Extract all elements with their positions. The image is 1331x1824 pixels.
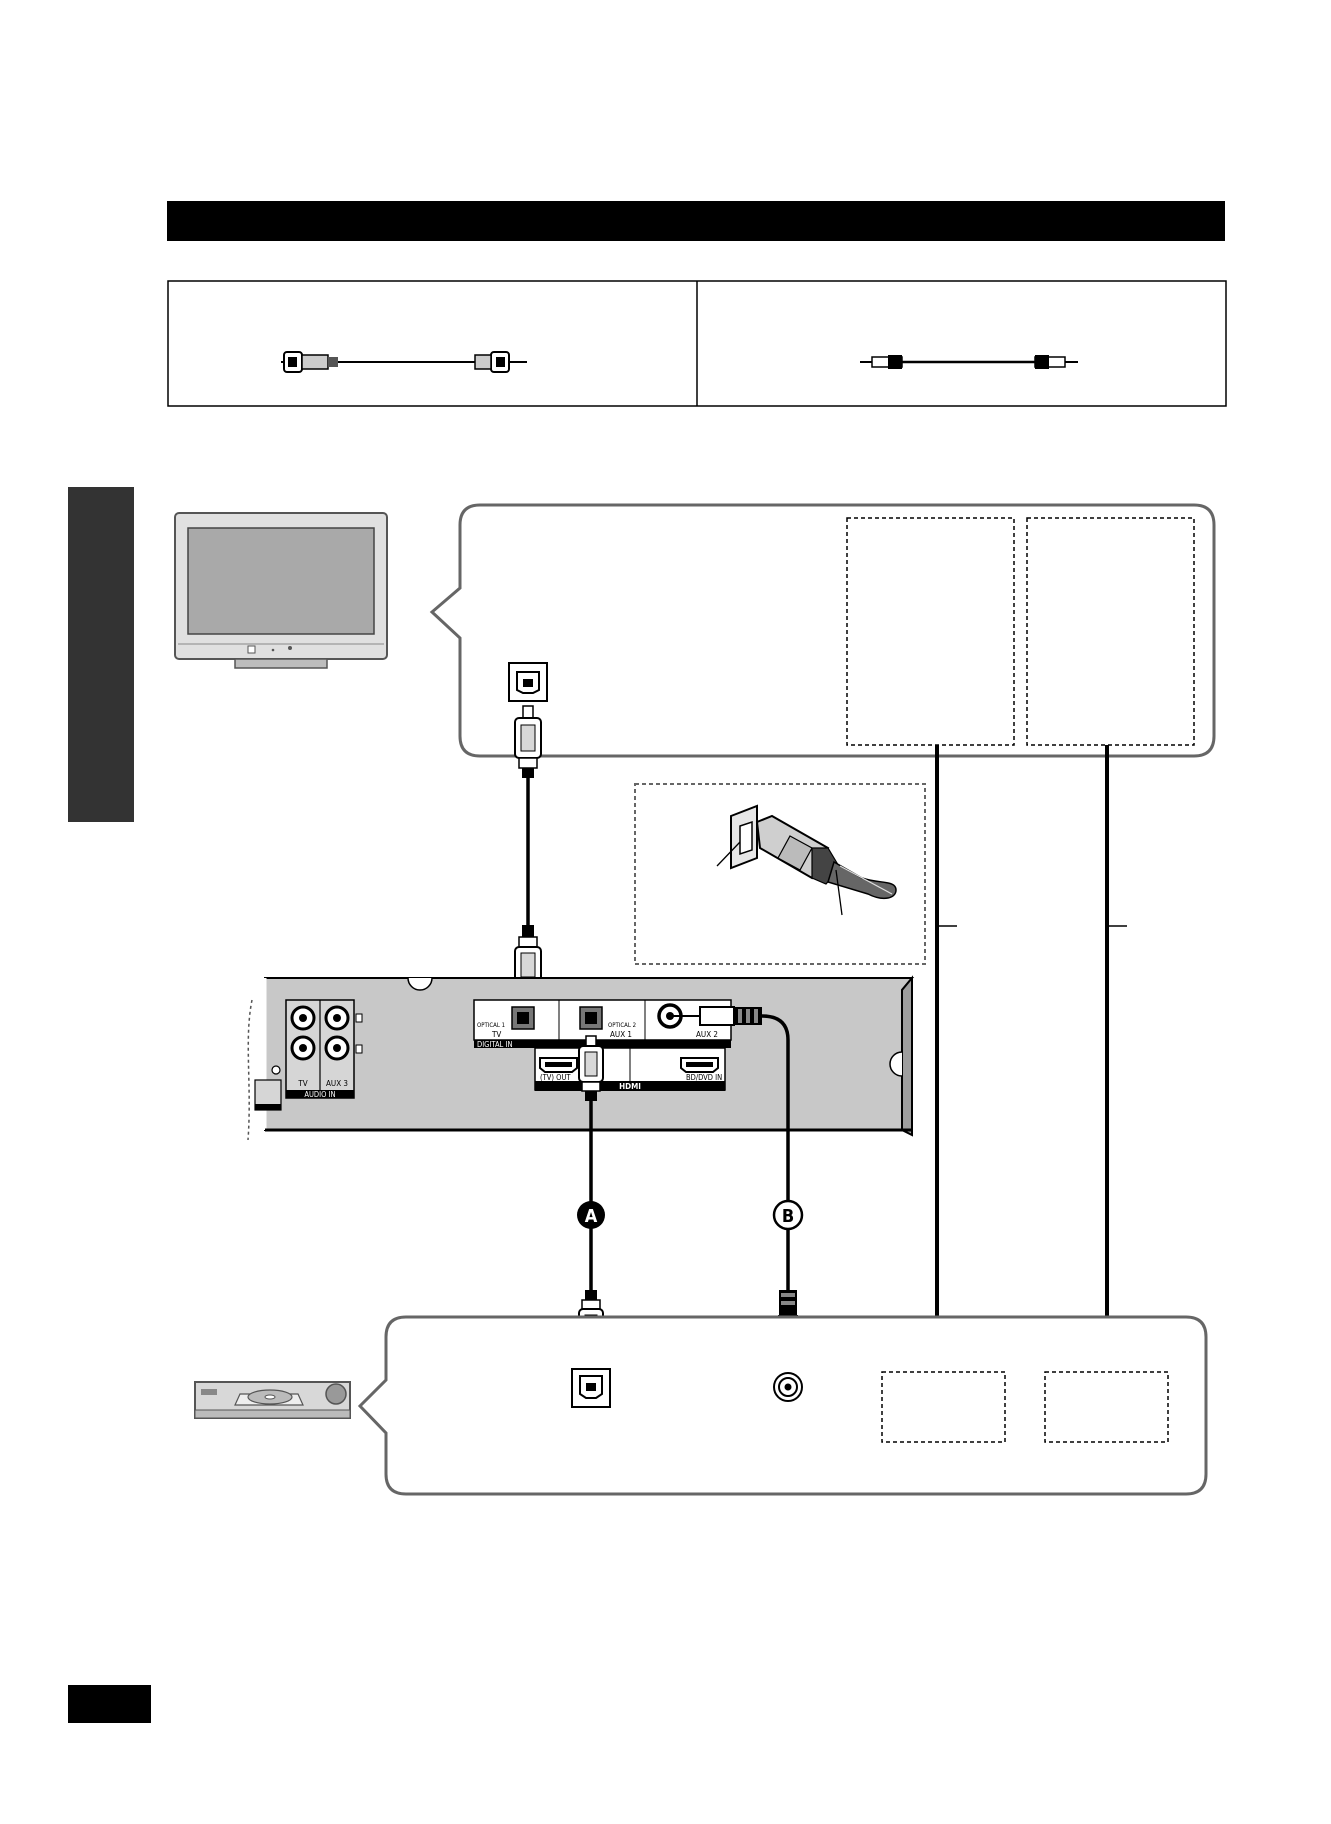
coaxial-plug-icon	[670, 1006, 762, 1026]
player-optical-out-jack-icon	[571, 1368, 611, 1408]
callout-a-label: A	[585, 1206, 598, 1227]
hdmi-tv-out-label: (TV) OUT	[540, 1073, 571, 1082]
tv-optical-out-jack-icon	[508, 662, 548, 702]
disc-player-icon	[194, 1381, 351, 1419]
page-number-box	[68, 1685, 151, 1723]
partial-left-terminals	[254, 1065, 282, 1111]
audio-in-tv-label: TV	[297, 1079, 307, 1088]
hdmi-group-label: HDMI	[619, 1082, 641, 1091]
audio-in-group-label: AUDIO IN	[304, 1090, 335, 1099]
tv-callout-bubble	[429, 503, 1216, 758]
cable-table	[167, 280, 1227, 407]
optical-cable-icon	[281, 351, 527, 373]
digital-in-group-label: DIGITAL IN	[477, 1040, 513, 1049]
plug-insertion-detail	[634, 783, 926, 965]
tv-icon	[174, 512, 388, 669]
hdmi-bd-dvd-in-label: BD/DVD IN	[686, 1073, 722, 1082]
player-callout-bubble	[357, 1315, 1208, 1496]
audio-in-aux3-label: AUX 3	[326, 1079, 348, 1088]
optical-plug-icon	[514, 705, 542, 778]
section-header-bar	[167, 201, 1225, 241]
coaxial-aux2-name: AUX 2	[696, 1030, 718, 1039]
callout-a-badge	[577, 1201, 605, 1229]
callout-b-label: B	[782, 1206, 794, 1227]
optical-2-name: AUX 1	[610, 1030, 632, 1039]
audio-in-group	[285, 999, 363, 1099]
player-coaxial-out-jack-icon	[773, 1372, 803, 1402]
optical-plug-icon	[578, 1035, 604, 1101]
digital-in-group	[473, 999, 732, 1048]
optical-1-label: OPTICAL 1	[477, 1022, 505, 1029]
optical-2-label: OPTICAL 2	[608, 1022, 636, 1029]
coaxial-cable-b	[761, 1014, 790, 1290]
coaxial-cable-icon	[860, 355, 1078, 369]
callout-b-badge	[772, 1199, 804, 1231]
side-tab	[68, 487, 134, 822]
optical-1-name: TV	[491, 1030, 501, 1039]
hdmi-group	[534, 1047, 726, 1091]
